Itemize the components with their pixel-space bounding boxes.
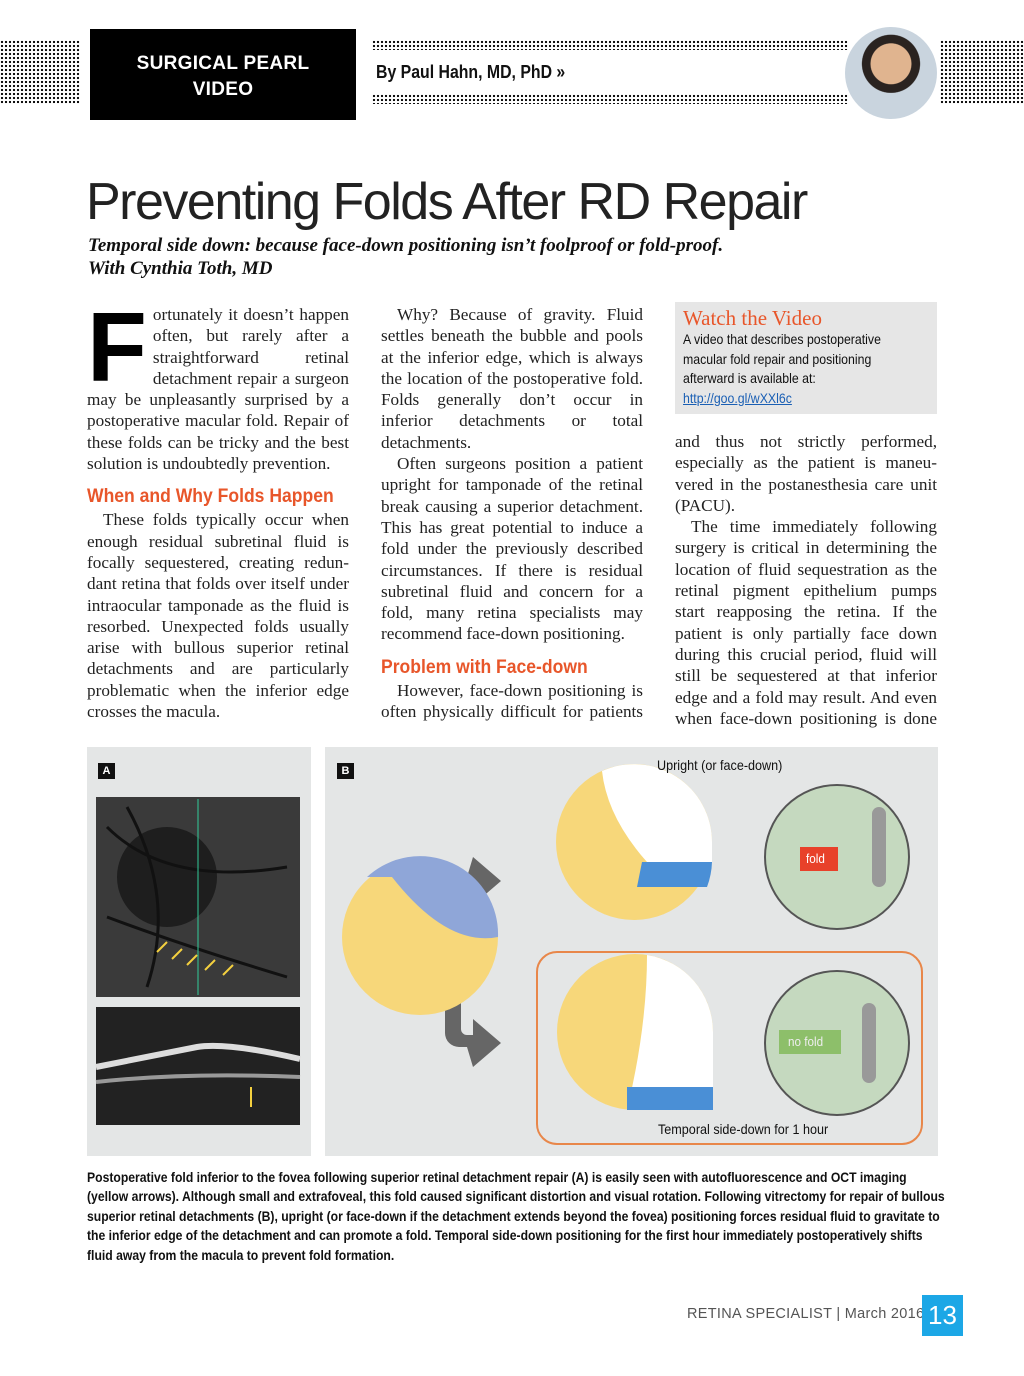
paragraph: and thus not strictly performed, especia…: [675, 432, 937, 515]
upright-label: Upright (or face-down): [657, 757, 783, 773]
author-photo: [845, 27, 937, 119]
page-number: 13: [922, 1295, 963, 1336]
sidebar-text: A video that describes postoperative: [683, 331, 881, 347]
paragraph: Why? Because of gravity. Flu­id settles …: [381, 305, 643, 452]
drop-cap: F: [87, 292, 147, 402]
oct-image: [96, 1007, 300, 1125]
figure-caption: Postoperative fold inferior to the fovea…: [87, 1169, 945, 1263]
section-heading: When and Why Folds Happen: [87, 485, 334, 508]
sidebar-text: macular fold repair and positioning: [683, 350, 872, 367]
section-label-video: VIDEO: [192, 79, 254, 100]
no-fold-label: no fold: [788, 1034, 824, 1049]
video-link[interactable]: http://goo.gl/wXXl6c: [683, 389, 792, 406]
temporal-label: Temporal side-down for 1 hour: [658, 1121, 829, 1137]
dot-pattern-top: [372, 40, 848, 50]
sidebar-title: Watch the Video: [683, 306, 822, 330]
dot-pattern-right: [940, 40, 1024, 104]
fold-badge: [800, 847, 838, 871]
column-3: and thus not strictly performed, especia…: [675, 431, 937, 729]
arrow-down-icon: [445, 1003, 501, 1067]
article-subtitle: Temporal side down: because face-down po…: [88, 234, 723, 280]
intro-text: ortunately it doesn’t hap­pen often, but…: [87, 305, 349, 474]
section-banner: SURGICAL PEARL VIDEO: [90, 29, 356, 120]
figure: A B Upright (or face-down) fold no fold …: [87, 747, 938, 1156]
paragraph: These folds typically occur when enough …: [87, 510, 349, 722]
footer-publication: RETINA SPECIALIST | March 2016: [687, 1306, 925, 1322]
no-fold-badge: [779, 1030, 841, 1054]
yellow-arrows: [156, 941, 234, 976]
section-label: SURGICAL PEARL: [136, 53, 310, 74]
fold-label: fold: [806, 851, 825, 866]
paragraph: The time immediately following surgery i…: [675, 517, 937, 728]
paragraph: Often surgeons position a patient uprigh…: [381, 454, 643, 644]
panel-a-tag: A: [98, 763, 115, 779]
dot-pattern-bottom: [372, 94, 848, 104]
column-2: Why? Because of gravity. Flu­id settles …: [381, 304, 643, 722]
sidebar-text: afterward is available at:: [683, 370, 816, 386]
panel-b-tag: B: [337, 763, 354, 779]
article-title: Preventing Folds After RD Repair: [86, 173, 808, 231]
coauthor: With Cynthia Toth, MD: [88, 258, 273, 279]
video-sidebar: Watch the Video A video that describes p…: [675, 302, 937, 414]
dot-pattern-left: [0, 40, 80, 104]
figure-illustration: [87, 747, 938, 1156]
deck: Temporal side down: because face-down po…: [88, 235, 724, 256]
author-byline: By Paul Hahn, MD, PhD »: [376, 62, 566, 82]
section-heading: Problem with Face-down: [381, 655, 588, 678]
paragraph: However, face-down positioning is often …: [381, 680, 643, 722]
